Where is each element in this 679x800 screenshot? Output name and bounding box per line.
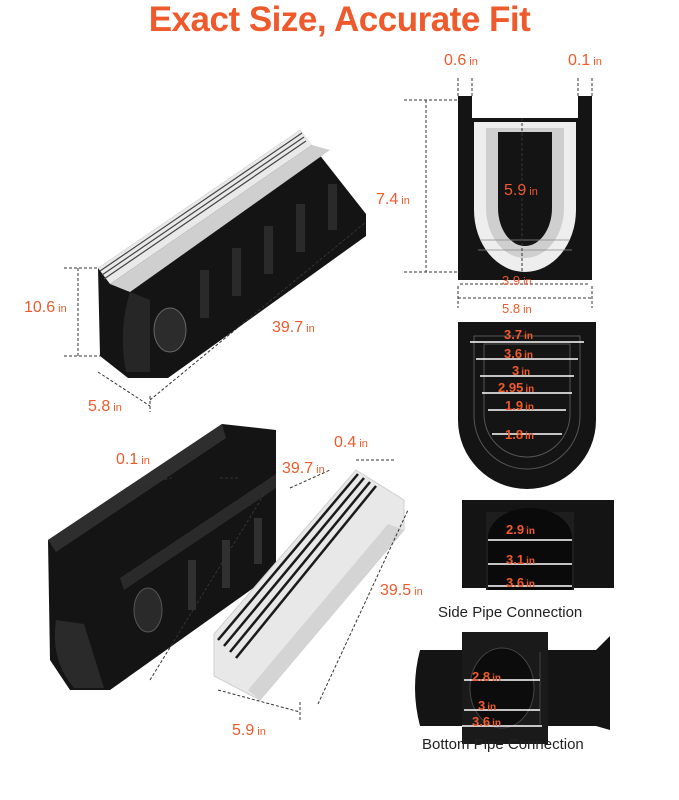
page-title: Exact Size, Accurate Fit [148,0,531,39]
side-pipe-illustration [462,500,614,590]
assembled-drain-illustration [98,130,366,378]
end-cap-illustration [458,322,596,489]
measurement-lines [462,341,584,727]
side-pipe-caption: Side Pipe Connection [438,604,583,621]
channel-body-illustration [48,424,276,690]
bottom-pipe-caption: Bottom Pipe Connection [422,736,584,753]
grate-illustration [213,469,405,701]
bottom-pipe-illustration [415,632,610,744]
dimension-lines [64,78,593,720]
end-profile-illustration [458,96,592,280]
